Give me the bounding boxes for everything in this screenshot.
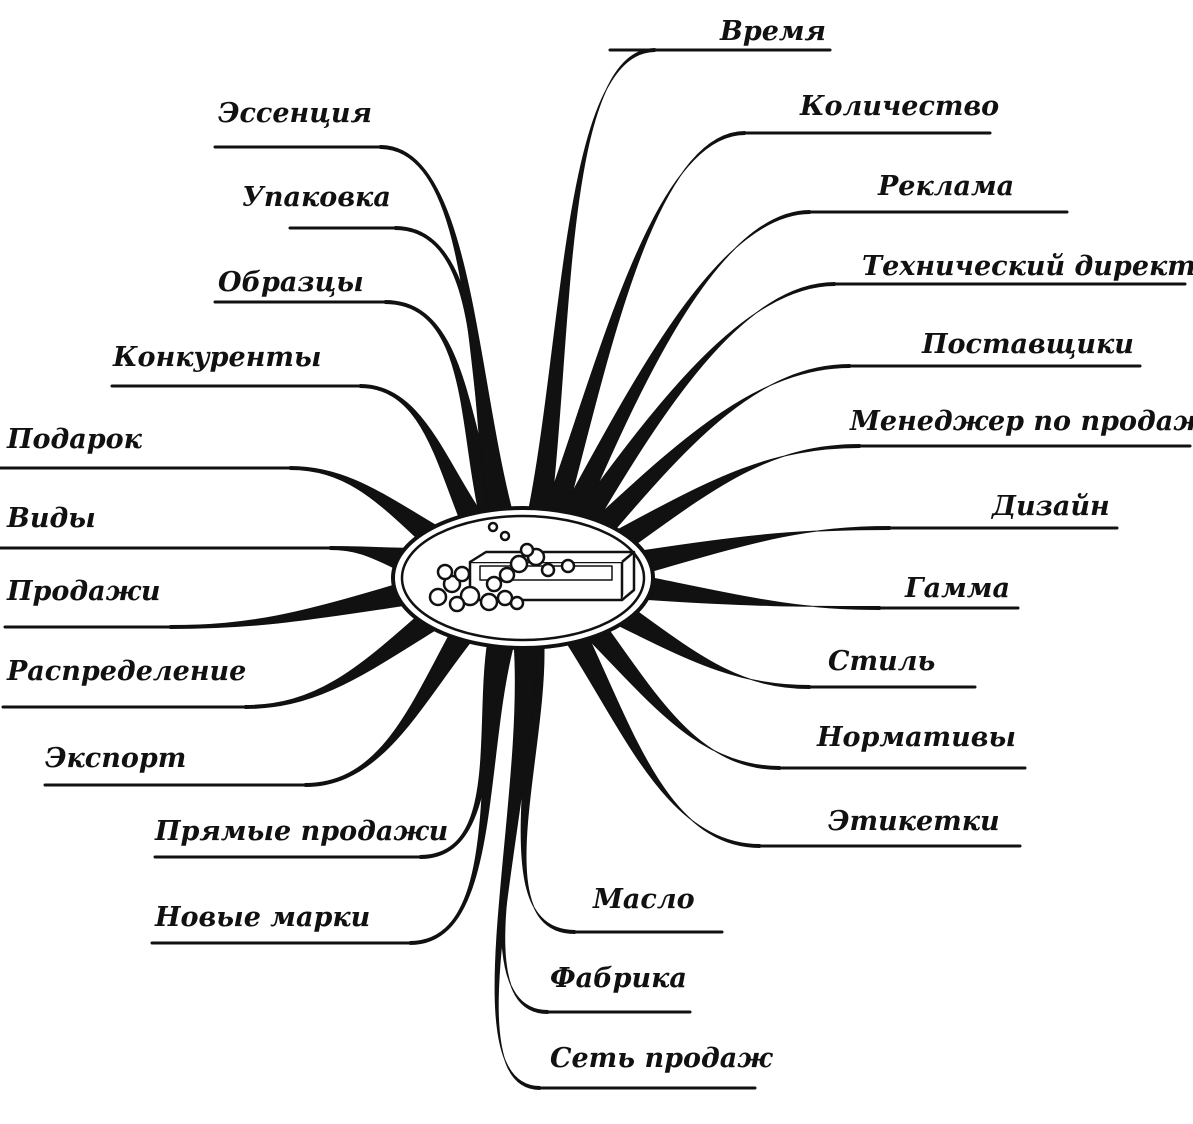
branch-label-novye-marki: Новые марки [154, 902, 370, 933]
branch-connector-vidy [329, 546, 404, 570]
branch-label-eksport: Экспорт [45, 743, 186, 774]
branch-label-menedzher: Менеджер по продажам [849, 406, 1193, 437]
branch-connector-prodazhi [169, 584, 403, 629]
soap-bar-with-bubbles-icon [428, 521, 636, 613]
branch-label-reklama: Реклама [877, 171, 1014, 202]
branch-label-gamma: Гамма [904, 573, 1010, 604]
branch-label-stil: Стиль [828, 646, 935, 677]
branch-label-kolichestvo: Количество [799, 91, 999, 122]
branch-label-vremya: Время [719, 16, 826, 47]
branch-connector-dizain [643, 526, 891, 573]
central-node [391, 506, 655, 650]
branch-label-raspredelenie: Распределение [6, 656, 246, 687]
branch-label-etiketki: Этикетки [828, 806, 1000, 837]
branch-label-pryamye-prodazhi: Прямые продажи [154, 816, 448, 847]
branch-label-upakovka: Упаковка [242, 182, 391, 213]
branch-label-fabrika: Фабрика [550, 963, 687, 994]
branch-connectors [169, 48, 891, 1090]
branch-label-essentsiya: Эссенция [218, 98, 372, 129]
branch-connector-stil [620, 608, 811, 689]
branch-label-obraztsy: Образцы [218, 267, 364, 298]
branch-label-konkurenty: Конкуренты [112, 342, 321, 373]
branch-label-maslo: Масло [592, 884, 695, 915]
branch-label-dizain: Дизайн [990, 491, 1110, 522]
branch-label-prodazhi: Продажи [6, 576, 161, 607]
branch-label-postavshchiki: Поставщики [921, 329, 1134, 360]
label-underlines [0, 48, 1192, 1090]
branch-connector-gamma [647, 577, 881, 610]
branch-label-normativy: Нормативы [816, 722, 1016, 753]
branch-label-set-prodazh: Сеть продаж [550, 1043, 773, 1074]
branch-connector-kolichestvo [544, 131, 746, 516]
branch-label-vidy: Виды [6, 503, 96, 534]
branch-label-podarok: Подарок [6, 424, 143, 455]
branch-connector-etiketki [567, 634, 761, 848]
branch-connector-podarok [289, 466, 436, 542]
branch-label-tekh-direktor: Технический директор [862, 251, 1193, 282]
branch-connector-raspredelenie [244, 613, 435, 709]
